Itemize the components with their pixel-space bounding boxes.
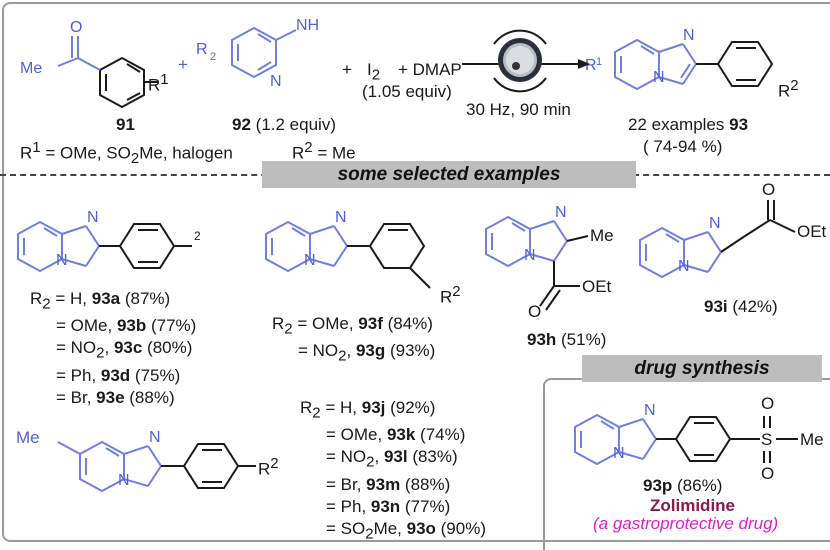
svg-text:N: N xyxy=(335,209,347,226)
row-93e: = Br, 93e (88%) xyxy=(56,387,175,407)
svg-text:N: N xyxy=(524,247,536,264)
row-93d: = Ph, 93d (75%) xyxy=(56,365,181,385)
drug-s: S xyxy=(761,430,773,449)
svg-text:Me: Me xyxy=(20,60,42,77)
svg-text:N: N xyxy=(555,204,567,221)
r1-sup-93: 1 xyxy=(596,56,603,68)
93j-me: Me xyxy=(16,428,40,447)
list-93j-93o: R2 = H, 93j (92%) = OMe, 93k (74%) = NO2… xyxy=(300,397,486,545)
r2-label-93f: R2 xyxy=(440,283,461,307)
row-93g: = NO2, 93g (93%) xyxy=(298,341,436,365)
row-93c: = NO2, 93c (80%) xyxy=(56,338,193,362)
r2-sup-93a: 2 xyxy=(194,229,201,243)
drug-me: Me xyxy=(800,430,824,449)
svg-text:O: O xyxy=(70,19,82,36)
iodine-label: I2 xyxy=(367,60,381,84)
r2-definition: R2 = Me xyxy=(292,139,356,163)
svg-text:N: N xyxy=(678,258,690,275)
reaction-arrow xyxy=(462,29,590,93)
drug-description: (a gastroprotective drug) xyxy=(593,514,779,533)
structure-93a: N N xyxy=(17,209,192,273)
r1-label: R1 xyxy=(148,71,169,95)
svg-text:N: N xyxy=(644,402,656,419)
structure-93p: N N xyxy=(574,402,798,466)
structure-92: NH N R xyxy=(196,17,319,90)
drug-o-top: O xyxy=(761,394,775,413)
r2-sup-92: 2 xyxy=(210,51,217,63)
list-93f-93g: R2 = OMe, 93f (84%) = NO2, 93g (93%) xyxy=(272,313,435,368)
row-93j: R2 = H, 93j (92%) xyxy=(300,398,436,422)
row-93b: = OMe, 93b (77%) xyxy=(56,316,197,336)
93h-me: Me xyxy=(590,226,614,245)
93h-label: 93h (51%) xyxy=(527,330,607,349)
row-93o: = SO2Me, 93o (90%) xyxy=(326,518,486,543)
drug-o-bottom: O xyxy=(761,464,775,483)
drug-synthesis-title: drug synthesis xyxy=(582,355,822,382)
svg-text:N: N xyxy=(149,429,161,446)
product-count: 22 examples 93 xyxy=(628,115,749,134)
r2-label-93: R2 xyxy=(778,77,799,101)
structure-91: O Me xyxy=(20,19,158,109)
row-93m: = Br, 93m (88%) xyxy=(326,474,451,494)
svg-text:N: N xyxy=(613,445,625,462)
structure-93j-series: N N xyxy=(57,429,256,493)
structure-93-product: N N R xyxy=(585,27,774,91)
section-title: some selected examples xyxy=(262,161,636,188)
drug-name: Zolimidine xyxy=(650,496,735,515)
scheme-structures: O Me NH N R N N R xyxy=(17,17,798,493)
row-93a: R2 = H, 93a (87%) xyxy=(30,289,171,313)
dmap-equiv: (1.05 equiv) xyxy=(362,82,452,101)
structure-93h: N N xyxy=(485,204,589,311)
row-93k: = OMe, 93k (74%) xyxy=(326,425,466,445)
reaction-conditions: 30 Hz, 90 min xyxy=(466,100,571,119)
row-93n: = Ph, 93n (77%) xyxy=(326,496,451,516)
compound-91-label: 91 xyxy=(116,115,135,134)
svg-text:NH: NH xyxy=(296,17,319,34)
structure-93f: N N xyxy=(265,209,431,289)
svg-text:R: R xyxy=(196,41,208,58)
93h-oet: OEt xyxy=(582,277,612,296)
93i-label: 93i (42%) xyxy=(704,297,778,316)
plus-sign-1: + xyxy=(178,55,188,74)
structure-93i: N N xyxy=(639,200,796,279)
svg-text:N: N xyxy=(118,472,130,489)
svg-text:N: N xyxy=(683,27,695,44)
93h-o: O xyxy=(528,302,542,321)
yield-range: ( 74-94 %) xyxy=(643,137,723,156)
93i-oet: OEt xyxy=(797,222,827,241)
plus-sign-2: + xyxy=(342,60,352,79)
svg-text:N: N xyxy=(709,215,721,232)
r1-definition: R1 = OMe, SO2Me, halogen xyxy=(20,139,233,168)
compound-92-label: 92 (1.2 equiv) xyxy=(232,115,336,134)
row-93l: = NO2, 93l (83%) xyxy=(326,447,458,471)
r2-label-93j: R2 xyxy=(258,455,279,479)
list-93a-93e: R2 = H, 93a (87%) = OMe, 93b (77%) = NO2… xyxy=(30,288,196,409)
svg-text:N: N xyxy=(270,73,282,90)
drug-code: 93p (86%) xyxy=(643,476,723,495)
svg-text:N: N xyxy=(653,69,665,86)
svg-text:R: R xyxy=(585,57,597,74)
93i-o: O xyxy=(762,180,776,199)
dmap-label: + DMAP xyxy=(398,60,462,79)
svg-text:N: N xyxy=(87,209,99,226)
svg-text:N: N xyxy=(304,252,316,269)
row-93f: R2 = OMe, 93f (84%) xyxy=(272,314,433,338)
svg-text:N: N xyxy=(56,252,68,269)
